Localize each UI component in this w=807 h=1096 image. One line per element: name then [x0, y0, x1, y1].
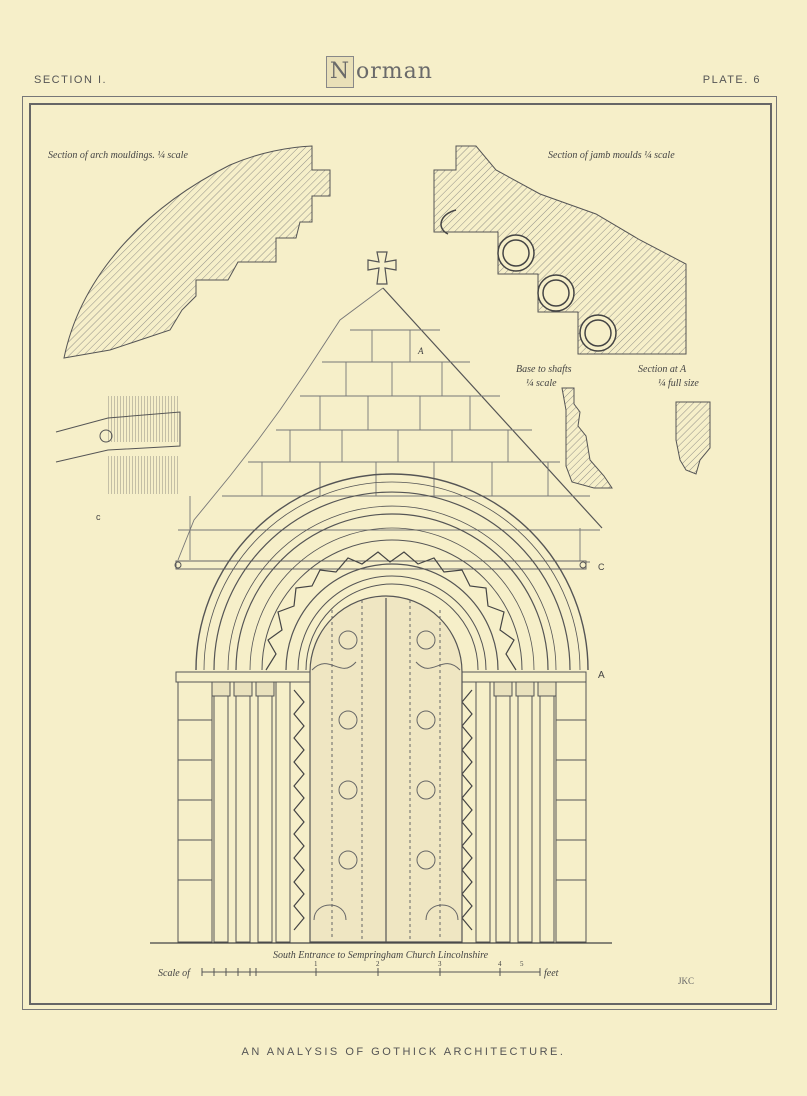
- artist-monogram: JKC: [678, 976, 694, 986]
- section-at-a-scale: ¼ full size: [658, 378, 699, 389]
- arch-moulding-section: [63, 145, 331, 359]
- chevron-jamb-left: [293, 689, 305, 931]
- plate-number: PLATE. 6: [702, 74, 761, 86]
- scale-tick-1: 1: [314, 960, 318, 968]
- jamb-moulding-section: [433, 145, 687, 355]
- scale-tick-3: 3: [438, 960, 442, 968]
- section-at-a-profile: [675, 401, 711, 475]
- base-scale-label: ¼ scale: [526, 378, 557, 389]
- section-label: SECTION I.: [34, 74, 108, 86]
- arch-mouldings-label: Section of arch mouldings. ¼ scale: [48, 150, 188, 161]
- outer-frame: [22, 96, 777, 1010]
- scale-bar: [201, 968, 541, 976]
- arch-orders: [195, 473, 589, 671]
- jamb-mouldings-label: Section of jamb moulds ¼ scale: [548, 150, 675, 161]
- scale-suffix: feet: [544, 968, 559, 979]
- chevron-jamb-right: [461, 689, 473, 931]
- scale-tick-5: 5: [520, 960, 524, 968]
- plate-footer-title: AN ANALYSIS OF GOTHICK ARCHITECTURE.: [241, 1046, 566, 1058]
- jamb-shaft-rolls: [497, 234, 617, 352]
- scale-prefix: Scale of: [158, 968, 191, 979]
- gable-masonry: [177, 287, 603, 563]
- title-initial: N: [326, 56, 354, 88]
- capitals-right: [493, 681, 557, 697]
- base-to-shafts-profile: [561, 387, 613, 489]
- letter-c-impost: C: [598, 562, 605, 572]
- capital-detail-sketch: [55, 396, 181, 494]
- scale-tick-4: 4: [498, 960, 502, 968]
- door-ironwork: [311, 600, 461, 940]
- cross-finial: [367, 251, 397, 285]
- title-text: orman: [356, 59, 433, 84]
- chevron-arch-band: [265, 551, 517, 671]
- capitals-left: [211, 681, 275, 697]
- jamb-columns: [177, 681, 587, 943]
- inner-frame: [29, 103, 772, 1005]
- letter-c-detail: c: [96, 512, 101, 522]
- base-to-shafts-label: Base to shafts: [516, 364, 572, 375]
- section-at-a-label: Section at A: [638, 364, 687, 375]
- letter-a-gable: A: [417, 346, 424, 356]
- plate-caption: South Entrance to Sempringham Church Lin…: [273, 950, 489, 961]
- scale-tick-2: 2: [376, 960, 380, 968]
- letter-a-impost: A: [598, 670, 605, 681]
